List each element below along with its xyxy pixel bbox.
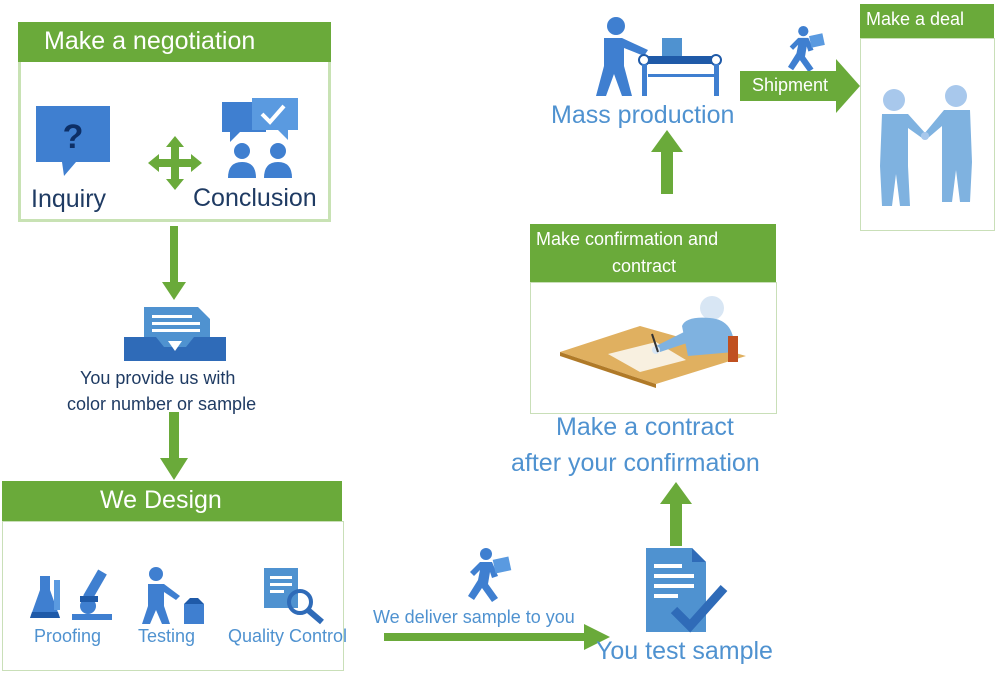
question-bubble-icon: ? bbox=[36, 106, 110, 176]
proofing-label: Proofing bbox=[34, 626, 102, 646]
contract-title-bar: Make confirmation and contract bbox=[530, 224, 776, 282]
courier-carrying-icon bbox=[787, 26, 825, 72]
contract-caption-line-2: after your confirmation bbox=[511, 449, 760, 477]
document-check-icon bbox=[646, 548, 728, 633]
shipment-label: Shipment bbox=[752, 75, 829, 95]
mass-production-label: Mass production bbox=[551, 101, 735, 129]
design-title: We Design bbox=[100, 486, 222, 514]
document-tray-icon bbox=[124, 307, 226, 361]
courier-running-icon bbox=[468, 548, 512, 602]
provide-line-1: You provide us with bbox=[80, 368, 236, 388]
discussion-people-icon bbox=[222, 98, 298, 178]
conclusion-label: Conclusion bbox=[193, 184, 317, 212]
contract-title-line-1: Make confirmation and bbox=[536, 229, 719, 249]
deliver-label: We deliver sample to you bbox=[373, 607, 575, 627]
inquiry-label: Inquiry bbox=[31, 185, 107, 213]
arrow-right-deliver bbox=[384, 624, 610, 650]
handshake-people-icon bbox=[880, 85, 972, 206]
testing-label: Testing bbox=[138, 626, 196, 646]
conveyor-worker-icon bbox=[596, 17, 722, 96]
arrow-down-2 bbox=[160, 412, 188, 480]
contract-caption-line-1: Make a contract bbox=[556, 413, 734, 441]
shipment-arrow bbox=[740, 59, 860, 113]
arrow-up-1 bbox=[660, 482, 692, 546]
arrow-up-2 bbox=[651, 130, 683, 194]
flask-microscope-icon bbox=[30, 569, 112, 620]
design-title-bar: We Design bbox=[2, 481, 342, 521]
four-way-arrow-icon bbox=[148, 136, 202, 190]
negotiation-title: Make a negotiation bbox=[44, 27, 256, 55]
provide-line-2: color number or sample bbox=[67, 394, 257, 414]
deal-title: Make a deal bbox=[866, 9, 965, 29]
arrow-down-1 bbox=[162, 226, 186, 300]
negotiation-title-bar: Make a negotiation bbox=[18, 22, 331, 62]
test-sample-label: You test sample bbox=[596, 637, 773, 665]
contract-title-line-2: contract bbox=[612, 256, 677, 276]
person-inspecting-icon bbox=[142, 567, 204, 624]
signing-contract-icon bbox=[560, 296, 746, 388]
svg-text:?: ? bbox=[63, 118, 84, 156]
quality-control-label: Quality Control bbox=[228, 626, 348, 646]
document-magnifier-icon bbox=[264, 568, 324, 625]
deal-title-bar: Make a deal bbox=[860, 4, 994, 38]
